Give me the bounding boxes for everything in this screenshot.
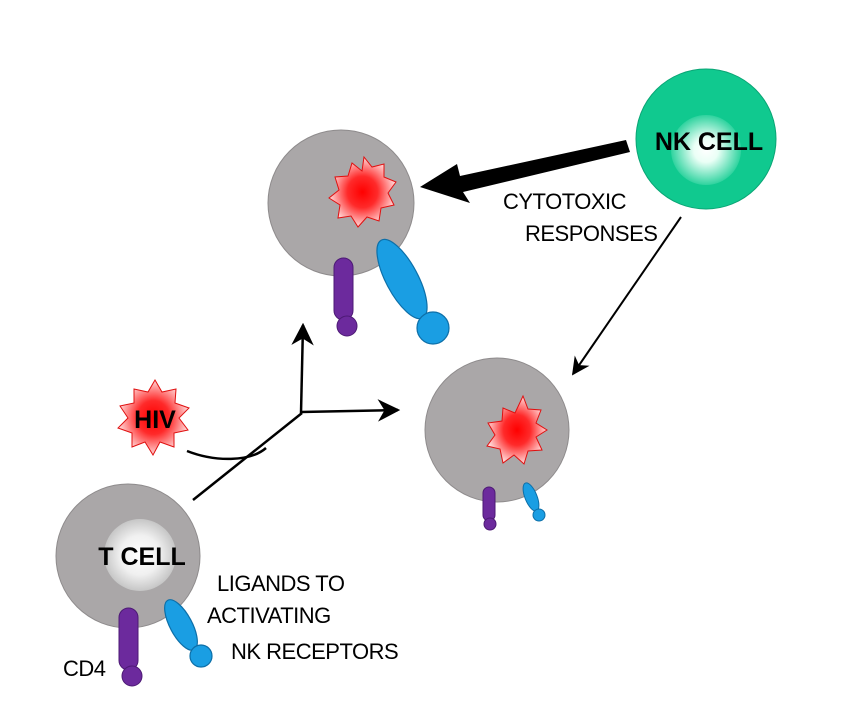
ligands-label-line1: LIGANDS TO	[217, 571, 345, 596]
infected-cell-bottom	[424, 357, 570, 531]
cytotoxic-responses-label-line1: CYTOTOXIC	[503, 189, 627, 214]
t-cell-nucleus	[104, 519, 176, 591]
nk-ligand-tcell-head	[189, 644, 213, 668]
cytotoxic-responses-label-line2: RESPONSES	[525, 221, 657, 246]
cd4-receptor-tcell-head	[121, 665, 143, 687]
hiv-particle: HIV	[117, 379, 190, 457]
cd4-receptor-bottom-head	[483, 517, 497, 531]
cytotoxic-arrow-thick	[420, 140, 630, 203]
cd4-label: CD4	[63, 656, 106, 681]
ligands-label-line2: ACTIVATING	[207, 603, 331, 628]
nk-to-lower-cell-arrow	[571, 216, 682, 376]
nk-cell: NK CELL	[635, 68, 777, 210]
cd4-receptor-bottom	[482, 486, 496, 522]
ligands-label-line3: NK RECEPTORS	[231, 639, 398, 664]
t-cell-label: T CELL	[98, 543, 186, 571]
infected-cell-top	[267, 129, 450, 345]
nk-cell-label: NK CELL	[655, 128, 763, 156]
cd4-receptor-top-head	[336, 315, 358, 337]
branch-to-top-cell-arrow	[291, 322, 314, 414]
nk-ligand-top-head	[416, 311, 450, 345]
cd4-receptor-tcell	[118, 607, 139, 671]
hiv-particle-shape	[117, 379, 190, 457]
nk-cell-nucleus	[671, 115, 741, 185]
branch-to-bottom-cell-arrow	[300, 399, 401, 422]
hiv-infection-curve	[186, 447, 267, 461]
virus-particle-top	[328, 155, 397, 228]
hiv-label: HIV	[134, 406, 176, 434]
nk-ligand-top	[376, 238, 428, 320]
cd4-receptor-top	[333, 257, 354, 321]
t-cell: T CELL	[55, 483, 213, 687]
virus-particle-bottom	[486, 394, 548, 465]
nk-ligand-bottom-head	[532, 508, 546, 522]
tcell-to-branch-line	[192, 412, 303, 501]
